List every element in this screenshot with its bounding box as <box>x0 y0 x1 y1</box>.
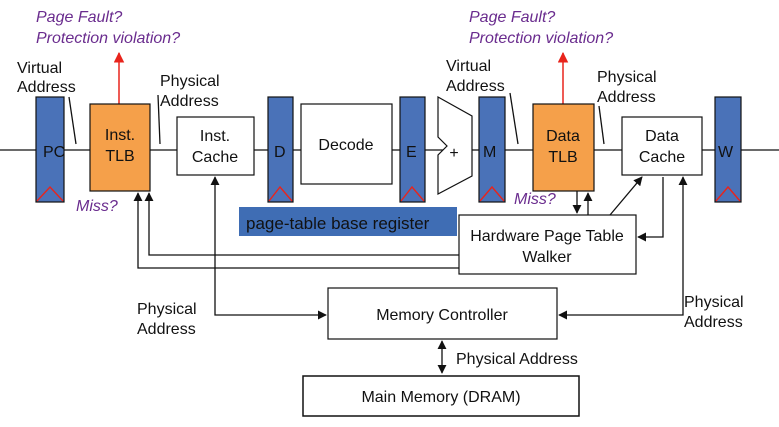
inst-cache-memory-wire <box>210 176 327 320</box>
virtual-address-pointer-1 <box>68 96 77 145</box>
inst-cache-label-line2: Cache <box>192 149 238 166</box>
d-register: D <box>267 96 294 203</box>
memory-controller-label: Memory Controller <box>376 307 508 324</box>
m-label: M <box>483 144 496 161</box>
data-tlb-label-line2: TLB <box>548 149 577 166</box>
m-register: M <box>478 96 506 203</box>
data-cache-walker-wire <box>637 177 664 242</box>
virtual-address-label-2b: Address <box>446 78 505 95</box>
data-cache-memory-wire <box>558 176 688 320</box>
walker-to-data-cache-wire <box>609 176 643 216</box>
physical-address-label-2b: Address <box>597 89 656 106</box>
physical-address-label-mem: Physical Address <box>456 351 578 368</box>
virtual-address-label-1b: Address <box>17 79 76 96</box>
data-cache: Data Cache <box>621 116 703 176</box>
inst-cache: Inst. Cache <box>176 116 255 176</box>
d-label: D <box>274 144 286 161</box>
memory-controller: Memory Controller <box>327 287 558 340</box>
w-label: W <box>718 144 734 161</box>
main-memory-label: Main Memory (DRAM) <box>361 389 520 406</box>
walker-to-inst-tlb-wire-2 <box>133 192 459 269</box>
virtual-address-pointer-2 <box>509 92 519 145</box>
data-tlb: Data TLB <box>532 103 595 192</box>
decode-label: Decode <box>318 137 373 154</box>
physical-address-label-2a: Physical <box>597 69 657 86</box>
physical-address-pointer-1 <box>157 94 161 145</box>
virtual-address-label-1a: Virtual <box>17 60 62 77</box>
decode-block: Decode <box>300 103 393 185</box>
alu-plus-label: + <box>449 145 458 162</box>
page-table-base-register: page-table base register <box>239 207 457 236</box>
physical-address-label-left-a: Physical <box>137 301 197 318</box>
data-tlb-label-line1: Data <box>546 128 580 145</box>
pc-register: PC <box>35 96 65 203</box>
protection-violation-label-1: Protection violation? <box>36 30 180 47</box>
ptw-label-line2: Walker <box>522 249 572 266</box>
protection-violation-label-2: Protection violation? <box>469 30 613 47</box>
main-memory: Main Memory (DRAM) <box>302 375 580 417</box>
miss-label-2: Miss? <box>514 191 556 208</box>
page-table-base-register-label: page-table base register <box>246 214 430 233</box>
pc-label: PC <box>43 144 65 161</box>
inst-tlb-label-line2: TLB <box>105 148 134 165</box>
alu: + <box>437 95 473 195</box>
data-cache-label-line2: Cache <box>639 149 685 166</box>
inst-tlb: Inst. TLB <box>89 103 151 192</box>
physical-address-label-left-b: Address <box>137 321 196 338</box>
data-cache-label-line1: Data <box>645 128 679 145</box>
walker-to-inst-tlb-wire-1 <box>144 192 459 256</box>
physical-address-label-1b: Address <box>160 93 219 110</box>
physical-address-label-right-a: Physical <box>684 294 744 311</box>
miss-label-1: Miss? <box>76 198 118 215</box>
virtual-address-label-2a: Virtual <box>446 58 491 75</box>
hardware-page-table-walker: Hardware Page Table Walker <box>458 214 637 275</box>
page-fault-label-1: Page Fault? <box>36 9 122 26</box>
physical-address-label-1a: Physical <box>160 73 220 90</box>
e-register: E <box>399 96 426 203</box>
e-label: E <box>406 144 417 161</box>
page-fault-label-2: Page Fault? <box>469 9 555 26</box>
inst-cache-label-line1: Inst. <box>200 128 230 145</box>
ptw-label-line1: Hardware Page Table <box>470 228 624 245</box>
inst-tlb-label-line1: Inst. <box>105 127 135 144</box>
physical-address-label-right-b: Address <box>684 314 743 331</box>
w-register: W <box>714 96 742 203</box>
physical-address-pointer-2 <box>598 105 605 145</box>
